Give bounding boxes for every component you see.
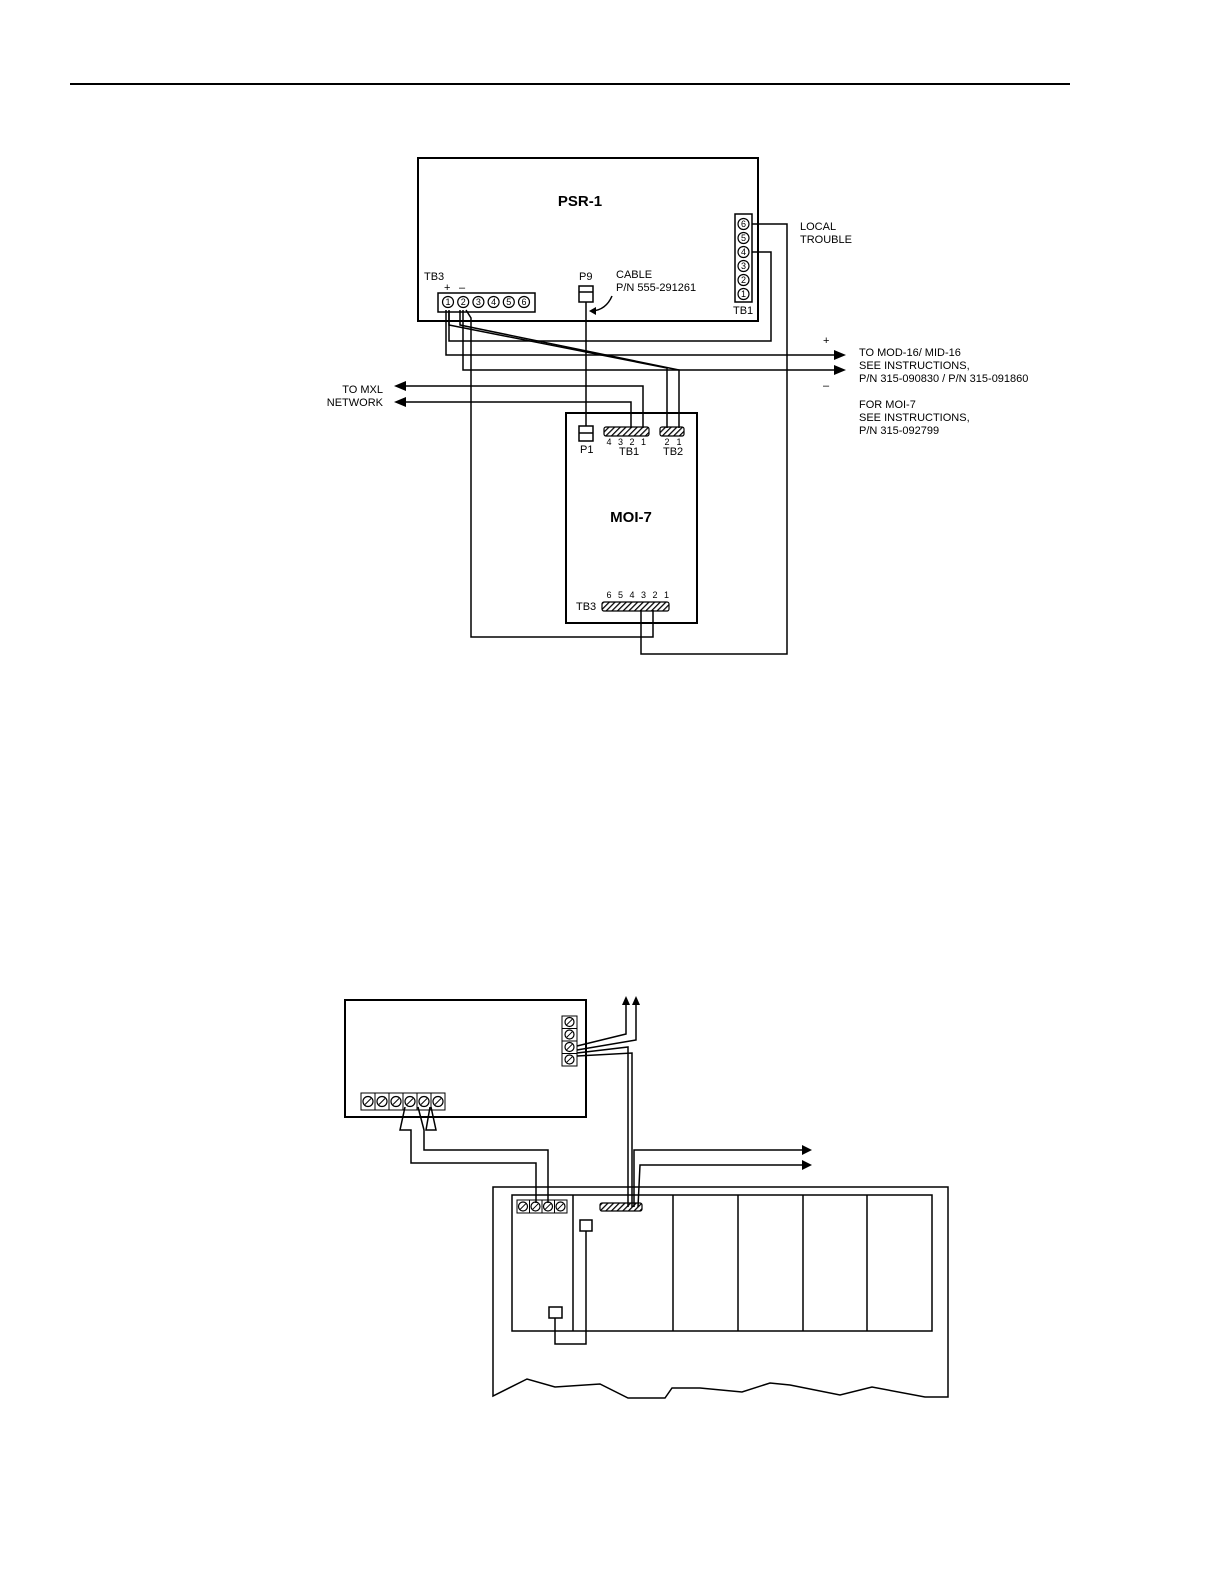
bottom-moi-tb-block <box>600 1203 642 1211</box>
psr-tb1-terminal-5-number: 5 <box>741 233 746 243</box>
psr-tb3-terminal-6-number: 6 <box>521 297 526 307</box>
psr-tb3-plus: + <box>444 282 450 294</box>
psr-tb1-terminal-4-number: 4 <box>741 247 746 257</box>
moi-tb1-number-1: 1 <box>641 437 646 447</box>
moi-instructions-2: SEE INSTRUCTIONS, <box>859 412 970 424</box>
bottom-hterm-2 <box>377 1097 387 1107</box>
psr-tb1-terminal-2-number: 2 <box>741 275 746 285</box>
card-cage <box>512 1195 932 1331</box>
psr-tb1-label: TB1 <box>733 305 753 317</box>
moi-tb1-number-4: 4 <box>606 437 611 447</box>
psr-tb3-terminal-3-number: 3 <box>476 297 481 307</box>
mod-plus-sign: + <box>823 335 829 347</box>
bottom-hterm-1 <box>363 1097 373 1107</box>
local-trouble-label-1: LOCAL <box>800 221 836 233</box>
psr-tb1-terminal-1-number: 1 <box>741 289 746 299</box>
bottom-psr-tb3-terminals <box>361 1093 445 1110</box>
moi-tb3-number-4: 4 <box>629 590 634 600</box>
bottom-installation-diagram <box>345 996 948 1398</box>
psr-tb1-terminal-2: 2 <box>738 275 749 286</box>
psr-tb1-terminal-6: 6 <box>738 219 749 230</box>
bottom-p9-connector <box>549 1307 562 1318</box>
psr-tb3-terminal-1-number: 1 <box>445 297 450 307</box>
mxl-label-2: NETWORK <box>327 397 384 409</box>
moi-tb3-number-5: 5 <box>618 590 623 600</box>
moi-tb3-number-3: 3 <box>641 590 646 600</box>
bottom-hterm-4 <box>405 1097 415 1107</box>
moi-instructions-1: FOR MOI-7 <box>859 399 916 411</box>
moi-tb3-number-1: 1 <box>664 590 669 600</box>
psr-tb3-terminal-6: 6 <box>519 297 530 308</box>
psr-tb3-terminal-4: 4 <box>488 297 499 308</box>
psr-tb1-terminal-1: 1 <box>738 289 749 300</box>
psr1-module <box>418 158 758 321</box>
cable-label: CABLE <box>616 269 652 281</box>
moi-tb1-block <box>604 427 649 436</box>
psr-tb1-terminal-4: 4 <box>738 247 749 258</box>
bottom-card-term-1 <box>519 1202 528 1211</box>
bottom-hterm-5 <box>419 1097 429 1107</box>
bottom-hterm-6 <box>433 1097 443 1107</box>
moi-tb1-label: TB1 <box>619 446 639 458</box>
bottom-card-term-3 <box>544 1202 553 1211</box>
cable-part-number: P/N 555-291261 <box>616 282 696 294</box>
psr-tb3-terminal-5-number: 5 <box>506 297 511 307</box>
bottom-vterm-4 <box>565 1055 574 1064</box>
mod-label-1: TO MOD-16/ MID-16 <box>859 347 961 359</box>
psr1-title: PSR-1 <box>558 193 602 210</box>
local-trouble-label-2: TROUBLE <box>800 234 852 246</box>
bottom-hterm-3 <box>391 1097 401 1107</box>
moi-tb3-number-6: 6 <box>606 590 611 600</box>
psr-tb3-terminal-5: 5 <box>503 297 514 308</box>
psr-tb3-terminal-2-number: 2 <box>461 297 466 307</box>
bottom-psr-tb1-terminals <box>562 1016 577 1066</box>
psr-tb3-terminal-1: 1 <box>443 297 454 308</box>
moi7-title: MOI-7 <box>610 509 652 526</box>
psr-tb1-terminal-3: 3 <box>738 261 749 272</box>
mod-label-2: SEE INSTRUCTIONS, <box>859 360 970 372</box>
mod-minus-sign: – <box>823 380 830 392</box>
bottom-card-term-2 <box>531 1202 540 1211</box>
moi-tb2-block <box>660 427 684 436</box>
psr-tb3-terminal-3: 3 <box>473 297 484 308</box>
psr-tb1-terminal-3-number: 3 <box>741 261 746 271</box>
moi-instructions-3: P/N 315-092799 <box>859 425 939 437</box>
bottom-vterm-1 <box>565 1018 574 1027</box>
bottom-card-term-4 <box>556 1202 565 1211</box>
psr-tb3-terminal-2: 2 <box>458 297 469 308</box>
mod-label-3: P/N 315-090830 / P/N 315-091860 <box>859 373 1028 385</box>
bottom-vterm-3 <box>565 1043 574 1052</box>
mxl-label-1: TO MXL <box>342 384 383 396</box>
bottom-vterm-2 <box>565 1030 574 1039</box>
bottom-card-terminals <box>517 1200 567 1213</box>
bottom-p1-connector <box>580 1220 592 1231</box>
moi-tb3-label: TB3 <box>576 601 596 613</box>
moi-tb3-number-2: 2 <box>652 590 657 600</box>
moi-tb2-label: TB2 <box>663 446 683 458</box>
moi-tb3-block <box>602 602 669 611</box>
psr-tb1-terminal-6-number: 6 <box>741 219 746 229</box>
psr-tb3-terminal-4-number: 4 <box>491 297 496 307</box>
p1-label: P1 <box>580 444 593 456</box>
cabinet-outline <box>493 1187 948 1398</box>
psr-tb3-minus: – <box>459 282 466 294</box>
psr-tb1-terminal-5: 5 <box>738 233 749 244</box>
psr-tb3-label: TB3 <box>424 271 444 283</box>
p9-label: P9 <box>579 271 592 283</box>
